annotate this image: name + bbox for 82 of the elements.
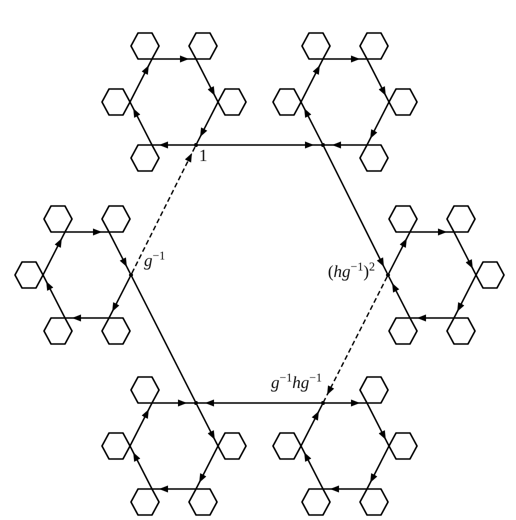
arrow [65, 228, 109, 236]
arrow [366, 58, 390, 102]
junction-dot [194, 143, 198, 147]
dashed-arrow [323, 276, 388, 402]
arrow [152, 142, 194, 148]
junction-dot [321, 143, 325, 147]
vertex-label: (hg$^{−1}$)$^{2}$ [328, 263, 375, 280]
arrow [152, 56, 196, 62]
hexagon [359, 144, 389, 172]
hexagon [359, 376, 389, 404]
arrow [366, 446, 390, 490]
arrow [325, 400, 367, 406]
arrow [323, 146, 388, 274]
arrow [108, 276, 131, 318]
arrow [453, 232, 477, 276]
arrow [152, 400, 194, 406]
arrow [108, 232, 131, 274]
junction-dot [194, 401, 198, 405]
arrow [453, 274, 477, 318]
arrow [129, 102, 153, 146]
hexagon [388, 88, 418, 116]
hexagon [14, 261, 44, 289]
hexagon [388, 432, 418, 460]
hexagon [446, 205, 476, 233]
junction-dot [321, 401, 325, 405]
hexagon [101, 432, 131, 460]
hexagon [101, 205, 131, 233]
vertex-label: g$^{−1}$hg$^{−1}$ [270, 374, 322, 391]
arrow [65, 314, 109, 322]
junction-dot [386, 273, 390, 277]
hexagon [130, 32, 160, 60]
hexagon [43, 317, 73, 345]
junction-dot [129, 273, 133, 277]
hexagon [388, 317, 418, 345]
hexagon [359, 488, 389, 516]
hexagon [130, 144, 160, 172]
vertex-label: 1 [199, 147, 208, 164]
hexagon [43, 205, 73, 233]
arrow [198, 142, 321, 148]
arrow [129, 446, 153, 490]
hexagon [188, 488, 218, 516]
arrow [196, 102, 219, 144]
arrow [195, 446, 219, 490]
arrow [388, 232, 411, 274]
arrow [323, 56, 367, 62]
hexagon [272, 432, 302, 460]
arrow [129, 402, 153, 446]
arrow [366, 102, 390, 146]
hexagon [217, 432, 247, 460]
dashed-arrow [131, 146, 196, 274]
arrow [410, 228, 454, 236]
hexagon [301, 32, 331, 60]
arrow [42, 274, 66, 318]
arrow [129, 58, 153, 102]
arrow [388, 276, 411, 318]
hexagon [446, 317, 476, 345]
arrow [366, 402, 390, 446]
hexagon [475, 261, 505, 289]
arrow [300, 404, 323, 446]
arrow [42, 232, 66, 276]
arrow [196, 404, 219, 446]
arrow [152, 486, 196, 492]
arrow [323, 486, 367, 492]
hexagon [217, 88, 247, 116]
arrow [198, 400, 321, 406]
connector-line [131, 276, 196, 402]
hexagon [130, 376, 160, 404]
arrow [410, 314, 454, 322]
arrow [300, 58, 324, 102]
hexagon [359, 32, 389, 60]
hexagon [101, 317, 131, 345]
hexagon [301, 488, 331, 516]
hexagon [130, 488, 160, 516]
vertex-label: g$^{−1}$ [144, 252, 166, 269]
hexagon [101, 88, 131, 116]
hexagon [188, 32, 218, 60]
hexagon [388, 205, 418, 233]
hexagon [272, 88, 302, 116]
arrow [300, 102, 323, 144]
arrow [325, 142, 367, 148]
arrow [300, 446, 324, 490]
arrow [195, 58, 219, 102]
